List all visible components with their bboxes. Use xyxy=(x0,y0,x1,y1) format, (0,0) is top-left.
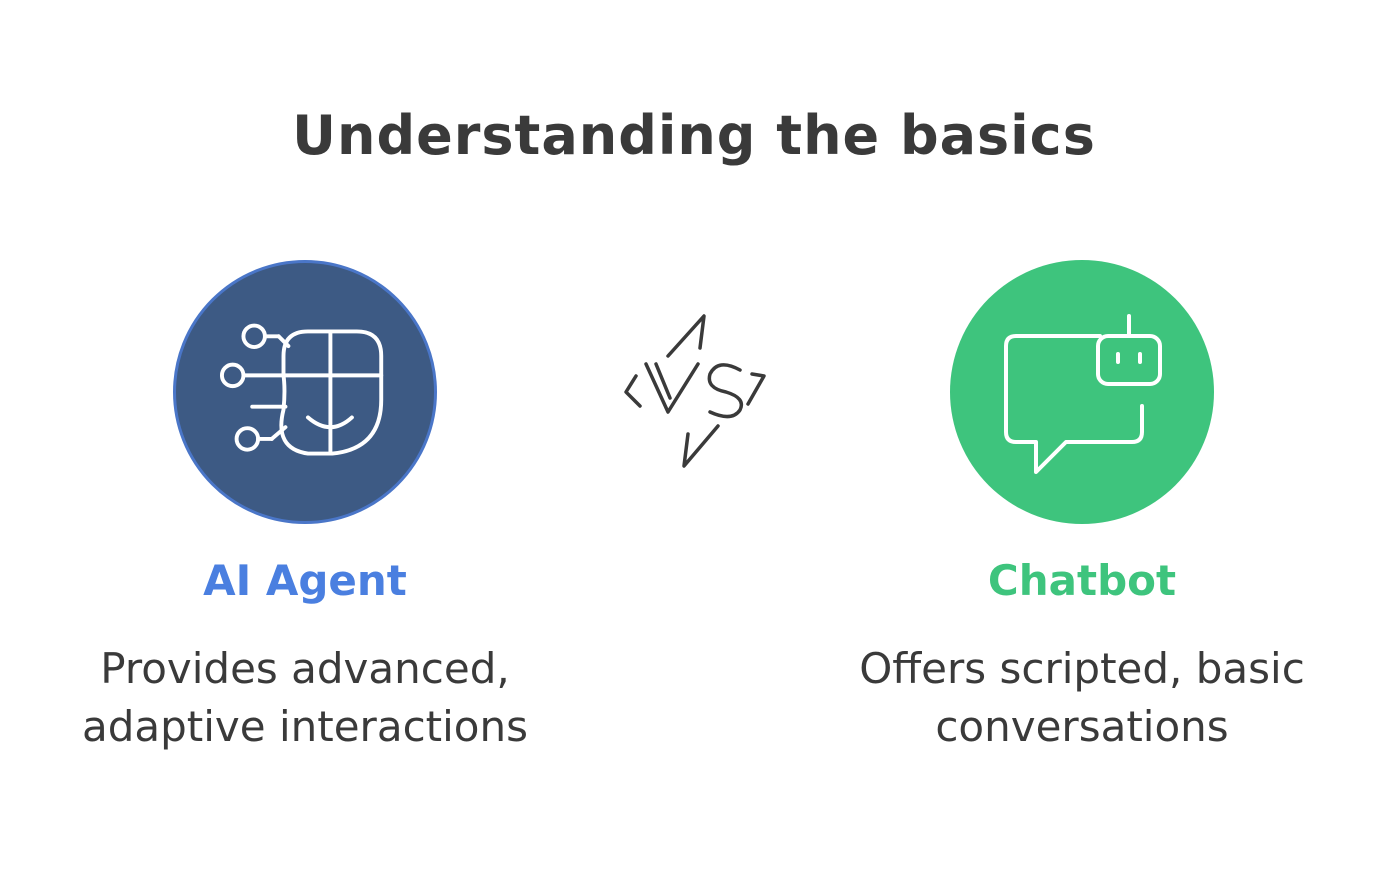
chatbot-description-line-2: conversations xyxy=(935,702,1229,751)
chatbot-description-line-1: Offers scripted, basic xyxy=(859,644,1305,693)
chatbot-circle xyxy=(950,260,1214,524)
vs-label: VS xyxy=(694,407,696,409)
chatbot-section: Chatbot Offers scripted, basic conversat… xyxy=(802,0,1362,869)
chatbot-heading: Chatbot xyxy=(987,556,1177,605)
chatbot-description: Offers scripted, basic conversations xyxy=(802,640,1362,756)
page-title: Understanding the basics xyxy=(292,104,1096,167)
ai-agent-heading: AI Agent xyxy=(203,556,407,605)
ai-agent-section: AI Agent Provides advanced, adaptive int… xyxy=(25,0,585,869)
vs-icon: VS xyxy=(624,314,766,468)
ai-agent-description-line-2: adaptive interactions xyxy=(81,702,528,751)
ai-agent-description: Provides advanced, adaptive interactions xyxy=(25,640,585,756)
ai-agent-description-line-1: Provides advanced, xyxy=(100,644,510,693)
chat-robot-icon xyxy=(1004,314,1162,474)
ai-face-circuit-icon xyxy=(219,323,384,456)
ai-agent-circle xyxy=(173,260,437,524)
